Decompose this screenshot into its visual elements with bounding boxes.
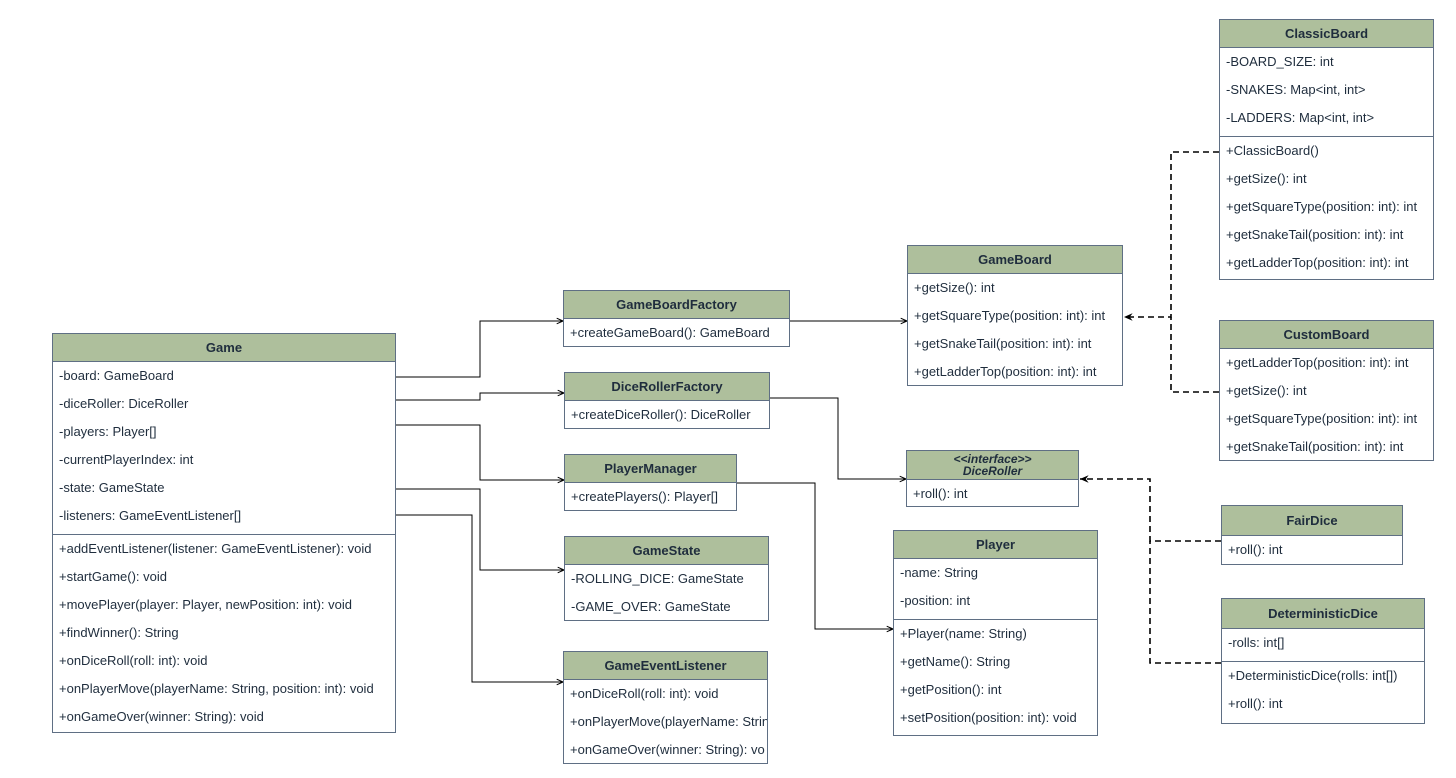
attribute: -name: String (900, 565, 979, 580)
interface-diceroller[interactable]: <<interface>> DiceRoller +roll(): int (906, 450, 1079, 507)
class-player[interactable]: Player -name: String -position: int +Pla… (893, 530, 1098, 736)
method: +getLadderTop(position: int): int (1226, 355, 1409, 370)
class-gameboard[interactable]: GameBoard +getSize(): int +getSquareType… (907, 245, 1123, 386)
method: +getSnakeTail(position: int): int (1226, 227, 1404, 242)
method: +getSize(): int (1226, 383, 1307, 398)
method: +movePlayer(player: Player, newPosition:… (59, 597, 352, 612)
edge-game-to-gameeventlistener (396, 514, 563, 682)
class-game[interactable]: Game -board: GameBoard -diceRoller: Dice… (52, 333, 396, 733)
class-gameboard-title: GameBoard (908, 246, 1122, 274)
method: +roll(): int (1228, 696, 1283, 711)
class-game-attributes: -board: GameBoard -diceRoller: DiceRolle… (53, 362, 395, 534)
attribute: -diceRoller: DiceRoller (59, 396, 189, 411)
method: +getSquareType(position: int): int (914, 308, 1106, 323)
edge-customboard-to-gameboard (1170, 317, 1219, 393)
attribute: -players: Player[] (59, 424, 157, 439)
class-gameboardfactory[interactable]: GameBoardFactory +createGameBoard(): Gam… (563, 290, 790, 347)
method: +getSquareType(position: int): int (1226, 199, 1418, 214)
method: +onGameOver(winner: String): vo (570, 742, 765, 757)
interface-name: DiceRoller (962, 464, 1023, 478)
class-gameeventlistener-title: GameEventListener (564, 652, 767, 680)
attribute: -position: int (900, 593, 971, 608)
class-dicerollerfactory[interactable]: DiceRollerFactory +createDiceRoller(): D… (564, 372, 770, 429)
edge-game-to-dicerollerfactory (396, 393, 564, 401)
method: +Player(name: String) (900, 626, 1027, 641)
attribute: -BOARD_SIZE: int (1226, 54, 1334, 69)
attribute: -LADDERS: Map<int, int> (1226, 110, 1375, 125)
class-playermanager[interactable]: PlayerManager +createPlayers(): Player[] (564, 454, 737, 511)
method: +addEventListener(listener: GameEventLis… (59, 541, 372, 556)
class-player-title: Player (894, 531, 1097, 559)
method: +getSnakeTail(position: int): int (914, 336, 1092, 351)
class-deterministicdice[interactable]: DeterministicDice -rolls: int[] +Determi… (1221, 598, 1425, 724)
class-fairdice[interactable]: FairDice +roll(): int (1221, 505, 1403, 565)
class-game-methods: +addEventListener(listener: GameEventLis… (53, 534, 395, 731)
method: +createGameBoard(): GameBoard (570, 325, 770, 340)
interface-diceroller-title: <<interface>> DiceRoller (907, 451, 1078, 480)
class-gamestate[interactable]: GameState -ROLLING_DICE: GameState -GAME… (564, 536, 769, 621)
class-gameboardfactory-title: GameBoardFactory (564, 291, 789, 319)
class-fairdice-title: FairDice (1222, 506, 1402, 536)
method: +setPosition(position: int): void (900, 710, 1077, 725)
class-classicboard[interactable]: ClassicBoard -BOARD_SIZE: int -SNAKES: M… (1219, 19, 1434, 280)
method: +onPlayerMove(playerName: Strin (570, 714, 767, 729)
method: +getName(): String (900, 654, 1011, 669)
method: +roll(): int (913, 486, 968, 501)
edge-game-to-playermanager (396, 424, 564, 480)
stereotype-label: <<interface>> (953, 452, 1032, 466)
edge-dicerollerfactory-to-diceroller (769, 397, 906, 479)
class-classicboard-title: ClassicBoard (1220, 20, 1433, 48)
class-playermanager-title: PlayerManager (565, 455, 736, 483)
class-customboard-title: CustomBoard (1220, 321, 1433, 349)
method: +ClassicBoard() (1226, 143, 1319, 158)
class-gameeventlistener[interactable]: GameEventListener +onDiceRoll(roll: int)… (563, 651, 768, 764)
method: +onDiceRoll(roll: int): void (59, 653, 208, 668)
method: +createDiceRoller(): DiceRoller (571, 407, 751, 422)
method: +getLadderTop(position: int): int (1226, 255, 1409, 270)
class-game-title: Game (53, 334, 395, 362)
attribute: -state: GameState (59, 480, 165, 495)
attribute: -ROLLING_DICE: GameState (571, 571, 744, 586)
class-gamestate-title: GameState (565, 537, 768, 565)
method: +createPlayers(): Player[] (571, 489, 719, 504)
method: +startGame(): void (59, 569, 168, 584)
edge-classicboard-to-gameboard (1124, 151, 1219, 321)
attribute: -currentPlayerIndex: int (59, 452, 194, 467)
method: +findWinner(): String (59, 625, 179, 640)
method: +DeterministicDice(rolls: int[]) (1228, 668, 1398, 683)
class-dicerollerfactory-title: DiceRollerFactory (565, 373, 769, 401)
method: +getSize(): int (1226, 171, 1307, 186)
edge-fairdice-to-diceroller (1080, 475, 1221, 542)
attribute: -listeners: GameEventListener[] (59, 508, 242, 523)
attribute: -board: GameBoard (59, 368, 174, 383)
method: +roll(): int (1228, 542, 1283, 557)
class-deterministicdice-title: DeterministicDice (1222, 599, 1424, 629)
method: +getPosition(): int (900, 682, 1002, 697)
attribute: -SNAKES: Map<int, int> (1226, 82, 1366, 97)
class-customboard[interactable]: CustomBoard +getLadderTop(position: int)… (1219, 320, 1434, 461)
edge-game-to-gamestate (396, 488, 564, 570)
method: +onDiceRoll(roll: int): void (570, 686, 719, 701)
method: +getSize(): int (914, 280, 995, 295)
edge-playermanager-to-player (737, 482, 893, 629)
attribute: -rolls: int[] (1228, 635, 1285, 650)
method: +getSquareType(position: int): int (1226, 411, 1418, 426)
method: +onGameOver(winner: String): void (59, 709, 264, 724)
method: +onPlayerMove(playerName: String, positi… (59, 681, 374, 696)
attribute: -GAME_OVER: GameState (571, 599, 731, 614)
edge-game-to-gameboardfactory (396, 321, 563, 378)
method: +getLadderTop(position: int): int (914, 364, 1097, 379)
method: +getSnakeTail(position: int): int (1226, 439, 1404, 454)
edge-deterministicdice-to-diceroller (1149, 541, 1221, 664)
